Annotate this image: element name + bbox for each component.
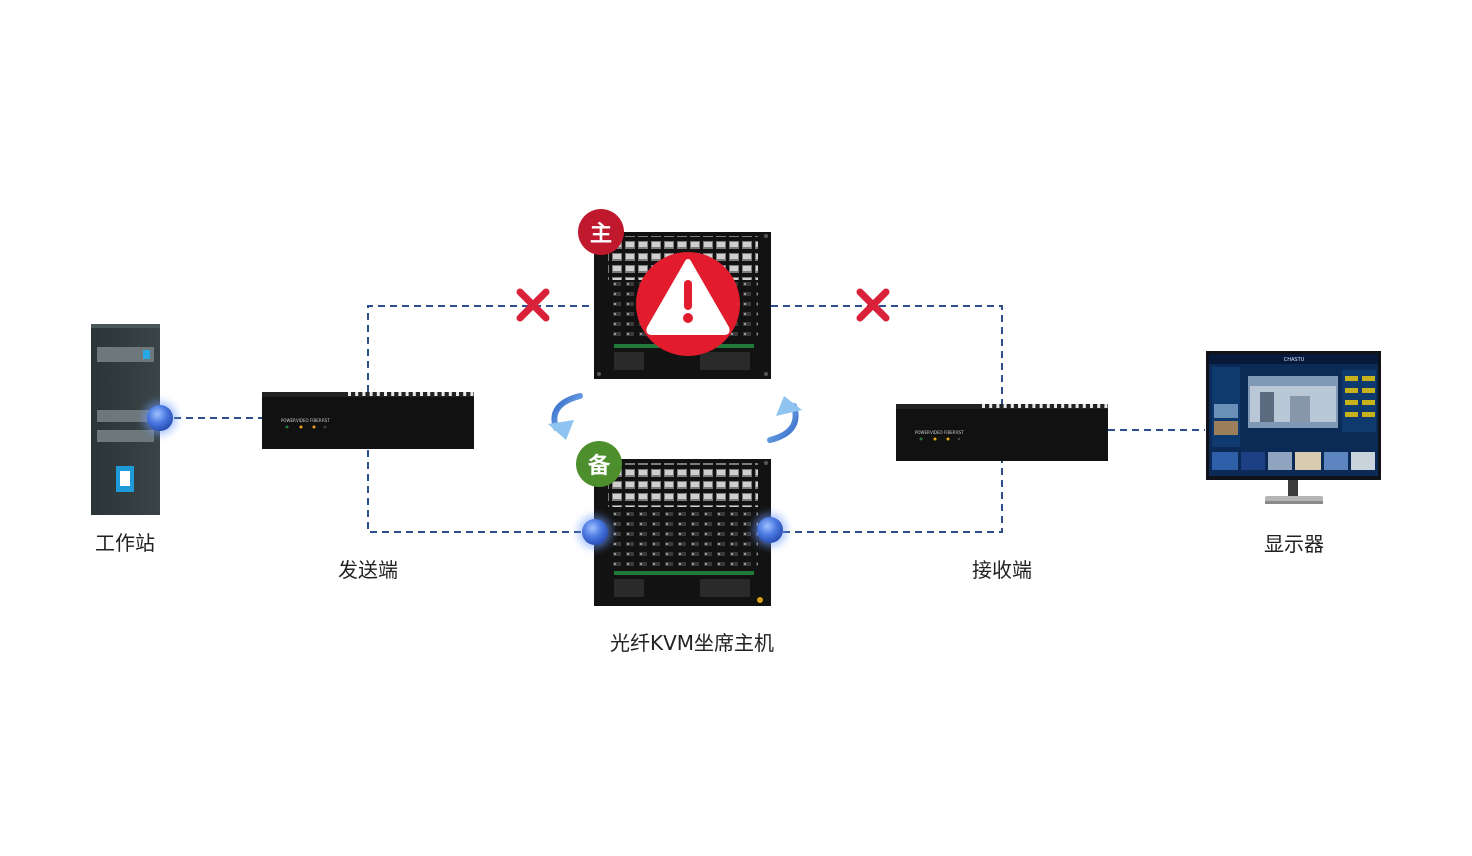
- receiver-led-label: RST: [956, 430, 964, 435]
- vent-slot: [412, 392, 416, 396]
- vent-slot: [1068, 404, 1072, 408]
- vent-slot: [996, 404, 1000, 408]
- vent-slot: [470, 392, 474, 396]
- vent-slot: [1061, 404, 1065, 408]
- backup-kvm-host: [594, 459, 771, 606]
- receiver-led-label: POWER: [915, 430, 930, 435]
- link-backup-receiver: [771, 461, 1003, 533]
- kvm-host-label: 光纤KVM坐席主机: [609, 631, 775, 655]
- node-dot: [753, 513, 787, 547]
- node-dot: [143, 401, 177, 435]
- vent-slot: [391, 392, 395, 396]
- rotate-arrows-icon: [548, 393, 583, 440]
- sender-led-label: VIDEO: [296, 418, 309, 423]
- vent-slot: [456, 392, 459, 396]
- vent-slot: [1003, 404, 1007, 408]
- vent-slot: [982, 404, 985, 408]
- sender-led-label: RST: [322, 418, 330, 423]
- vent-slot: [989, 404, 993, 408]
- vent-slot: [448, 392, 452, 396]
- vent-slot: [1104, 404, 1108, 408]
- vent-slot: [348, 392, 351, 396]
- vent-slot: [405, 392, 409, 396]
- vent-slot: [384, 392, 387, 396]
- vent-slot: [1046, 404, 1050, 408]
- vent-slot: [1010, 404, 1014, 408]
- vent-slot: [1018, 404, 1021, 408]
- vent-slot: [1097, 404, 1101, 408]
- receiver-led-label: FIBER: [944, 430, 956, 435]
- vent-slot: [362, 392, 366, 396]
- vent-slot: [427, 392, 431, 396]
- sender-label: 发送端: [338, 558, 398, 582]
- vent-slot: [441, 392, 445, 396]
- vent-slot: [1054, 404, 1057, 408]
- cross-icon: [856, 288, 890, 322]
- receiver-label: 接收端: [972, 558, 1032, 582]
- monitor-screen-title: CHASTU: [1284, 357, 1305, 363]
- display-label: 显示器: [1264, 532, 1324, 556]
- cross-icon: [516, 288, 550, 322]
- rotate-arrows-icon: [767, 396, 802, 443]
- receiver-device: POWER VIDEO FIBER RST: [896, 404, 1108, 461]
- backup-badge: 备: [576, 441, 622, 487]
- sender-device: POWER VIDEO FIBER RST: [262, 392, 474, 449]
- primary-badge: 主: [578, 209, 624, 255]
- vent-slot: [1075, 404, 1079, 408]
- link-sender-primary: [367, 305, 594, 392]
- vent-slot: [1025, 404, 1029, 408]
- sender-led-label: POWER: [281, 418, 296, 423]
- vent-slot: [398, 392, 402, 396]
- vent-slot: [1032, 404, 1036, 408]
- vent-slot: [376, 392, 380, 396]
- link-primary-receiver: [771, 305, 1003, 404]
- display-monitor: CHASTU: [1206, 351, 1381, 504]
- warning-triangle-icon: [636, 252, 740, 356]
- sender-led-label: FIBER: [310, 418, 322, 423]
- workstation-label: 工作站: [95, 531, 155, 555]
- vent-slot: [463, 392, 467, 396]
- vent-slot: [369, 392, 373, 396]
- vent-slot: [1039, 404, 1043, 408]
- receiver-led-label: VIDEO: [930, 430, 943, 435]
- vent-slot: [355, 392, 359, 396]
- vent-slot: [1090, 404, 1093, 408]
- link-sender-backup: [367, 450, 594, 533]
- vent-slot: [1082, 404, 1086, 408]
- node-dots: [143, 401, 787, 549]
- node-dot: [578, 515, 612, 549]
- workstation-tower: [91, 324, 160, 515]
- vent-slot: [434, 392, 438, 396]
- vent-slot: [420, 392, 423, 396]
- link-lines: [162, 305, 1205, 533]
